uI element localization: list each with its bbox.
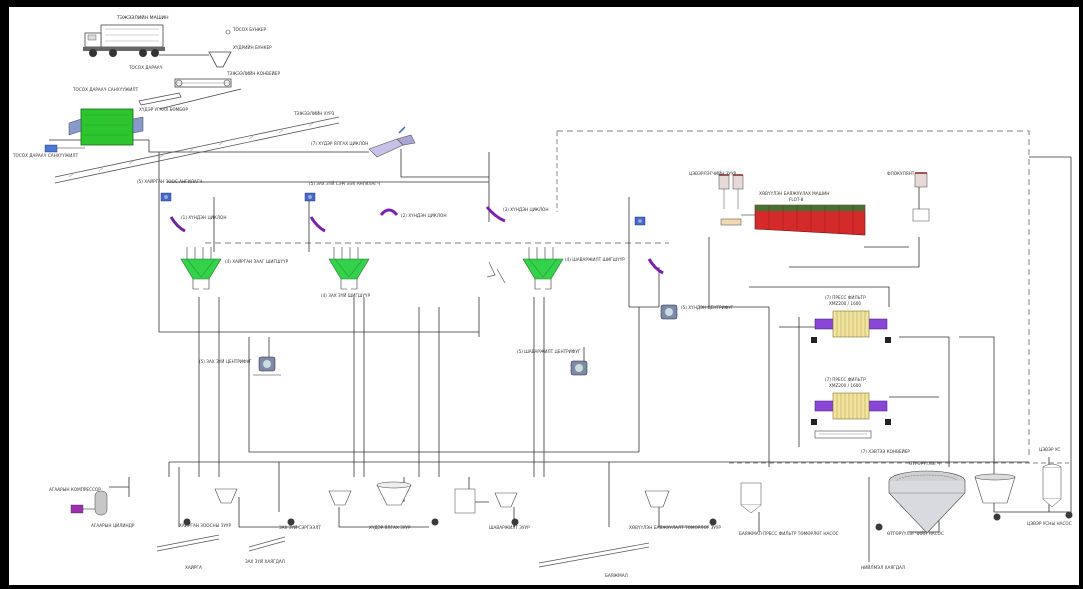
bottom-label-1: ХАЙРГАН ЗООСНЫ ЗУУР: [179, 523, 231, 528]
belt-conveyor-icon: [814, 430, 872, 439]
centrifuge-1-icon: [253, 356, 281, 376]
press-filter-1-sub: XMZ200 / 1600: [829, 301, 861, 306]
feed-box-icon: [720, 218, 742, 226]
bottom-label-2: ЗАХ ЗҮЙ СЭРГЭЭЛТ: [279, 525, 321, 530]
bottom-label-3: ХҮДЭР ЯЛГАХ ЗУУР: [369, 525, 411, 530]
flotation-machine-icon: [741, 204, 866, 236]
centrifuge-3-icon: [660, 304, 678, 320]
inclined-conveyor-1: [138, 92, 182, 106]
clean-water-label: ЦЭВЭР УС: [1039, 447, 1060, 452]
diagram-svg: ТЭЖЭЭЛИЙН МАШИН ХҮДРИЙН БУНКЕР ТОСОХ БУН…: [12, 14, 1073, 578]
thickener-label: ӨТГӨРҮҮЛЭГЧ: [909, 461, 940, 466]
sump-2-icon: [328, 490, 352, 506]
feed-left-label: ТОСОХ ДАРААЧ САНХҮҮЖИЛТ: [72, 87, 139, 92]
ore-hopper-icon: [208, 51, 232, 68]
pump-mid-icon: [304, 192, 316, 202]
sump-1-icon: [214, 488, 238, 504]
valve-icon: [225, 29, 231, 35]
press-filter-1-label: (7) ПРЕСС ФИЛЬТР: [825, 295, 866, 300]
flotation-sub-label: FLOT-8: [789, 197, 804, 202]
jig-1-label: (1) ХҮНДЭН ЦИКЛОН: [181, 215, 226, 220]
ramp-hatch: [68, 122, 314, 178]
flotation-label: ХӨВҮҮЛЭН БАЯЖУУЛАХ МАШИН: [759, 191, 829, 196]
pump-left-label: (5) ХАЙРГАН ЗООС АНГИЛАГЧ: [137, 179, 202, 184]
sump-4-icon: [494, 492, 518, 508]
flocculant-label: ФЛОКУЛЯНТ: [887, 171, 915, 176]
hydrocyclone-2-icon: [309, 216, 326, 233]
cyclone-label: (7) ХҮДЭР ЯЛГАХ ЦИКЛОН: [311, 141, 368, 146]
ramp-label: ТЭЖЭЭЛИЙН ХҮРЗ: [293, 111, 335, 116]
hydrocyclone-3-icon: [379, 208, 399, 216]
stream-arrows: [186, 247, 554, 284]
feed-left2-label: ТОСОХ ДАРААЧ САНХҮҮЖИЛТ: [12, 153, 79, 158]
sump-6-icon: [740, 482, 762, 514]
flocculant-tank-icon: [912, 172, 930, 222]
bottom-label-8: ЦЭВЭР УСНЫ НАСОС: [1027, 521, 1072, 526]
ore-hopper-label: ХҮДРИЙН БУНКЕР: [233, 45, 272, 50]
ramp-conveyor: [54, 116, 340, 184]
jig-3-label: (3) ХҮНДЭН ЦИКЛОН: [503, 207, 548, 212]
circ-top-label: ТОСОХ ДАРААЧ: [128, 65, 163, 70]
press-filter-2-label: (7) ПРЕСС ФИЛЬТР: [825, 377, 866, 382]
top-conveyor-label: ТЭЖЭЭЛИЙН КОНВЕЙЕР: [226, 71, 280, 76]
bottom-conveyor-2: [248, 536, 286, 552]
sump-5-icon: [644, 490, 670, 508]
centrifuge-1-label: (5) ЗАХ ЗҮЙ ЦЕНТРИФУГ: [199, 359, 252, 364]
centrifuge-2-label: (5) ШАВАРЖИЛТ ЦЕНТРИФУГ: [517, 349, 581, 354]
hydrocyclone-1-icon: [169, 216, 186, 233]
centrifuge-2-icon: [570, 360, 588, 376]
screen-2-icon: [328, 258, 370, 290]
truck-icon: [83, 24, 165, 57]
product-label-1: ХАЙРГА: [185, 565, 202, 570]
clean-water-tank-icon: [1042, 463, 1062, 508]
centrifuge-3-label: (5) ХҮНДЭН ЦЕНТРИФУГ: [681, 305, 734, 310]
jig-2-label: (2) ХҮНДЭН ЦИКЛОН: [401, 213, 446, 218]
pump-right-icon: [634, 216, 646, 226]
concentrate-tank-icon: [974, 473, 1016, 504]
product-label-2: ЗАХ ЗҮЙ ХАЯГДАЛ: [245, 559, 285, 564]
bottom-label-7: ӨТГӨРҮҮЛЭГЧИЙН НАСОС: [887, 531, 944, 536]
bottom-conveyor-1: [156, 534, 220, 552]
box-unit-icon: [454, 488, 476, 514]
thickener-icon: [888, 470, 966, 534]
hydrocyclone-5-icon: [647, 258, 664, 275]
bottom-label-5: ХӨВҮҮЛЭН БАЯЖУУЛАЛТ ТӨМӨРЛӨГ ЗУУР: [629, 525, 721, 530]
process-pipes: [49, 139, 1072, 562]
scrubber-drum-icon: [68, 108, 144, 146]
scrubber-label: ХҮДЭР УГААХ БӨМБӨР: [139, 107, 188, 112]
hydrocyclone-4-icon: [485, 206, 506, 223]
reagent-tanks-icon: [718, 174, 744, 209]
screen-1-label: (4) ХАЙРГАН ЗААГ ШИГШҮҮР: [225, 259, 289, 264]
product-label-3: БАЯЖМАЛ: [605, 573, 628, 578]
press-filter-2-sub: XMZ200 / 1600: [829, 383, 861, 388]
bottom-label-4: ШАВАРЖИЛТ ЗУУР: [489, 525, 530, 530]
screen-3-label: (4) ШАВАРЖИЛТ ШИГШҮҮР: [565, 257, 625, 262]
screen-2-label: (4) ЗАХ ЗҮЙ ШИГШҮҮР: [321, 293, 370, 298]
pump-left-icon: [160, 192, 172, 202]
water-recycle-dashed-line: [557, 130, 1030, 457]
bottom-conveyor-3: [538, 542, 650, 568]
inclined-conveyor-2: [158, 88, 242, 110]
screen-3-icon: [522, 258, 564, 290]
air-compressor-label: АГААРЫН КОМПРЕССОР: [49, 487, 101, 492]
air-tank-icon: [94, 490, 108, 516]
product-label-4: НИЙЛМЭЛ ХАЯГДАЛ: [861, 565, 905, 570]
cyclone-icon: [368, 126, 416, 158]
press-filter-2-icon: [811, 392, 891, 425]
ore-bin-label: ТОСОХ БУНКЕР: [232, 27, 266, 32]
bottom-label-6: БАЯЖМАЛ ПРЕСС ФИЛЬТР ТӨМӨРЛӨГ НАСОС: [739, 531, 839, 536]
bottom-pumps: [183, 511, 1073, 531]
belt-conveyor-label: (7) ХЭВТЭЭ КОНВЕЙЕР: [861, 449, 910, 454]
reagent-tanks-label: ЦЭВЭРЛЭГЧИЙН ЗУУР: [689, 171, 737, 176]
screen-1-icon: [180, 258, 222, 290]
process-flow-diagram: ТЭЖЭЭЛИЙН МАШИН ХҮДРИЙН БУНКЕР ТОСОХ БУН…: [9, 7, 1079, 585]
pump-mid-label: (5) ЗАХ ЗҮЙ СЭРГЭЭХ АНГИЛАГЧ: [309, 181, 380, 186]
pump-icon: [44, 144, 85, 153]
air-tank-label: АГААРЫН ЦИЛИНДР: [91, 523, 135, 528]
top-conveyor-icon: [174, 78, 232, 88]
sump-3-icon: [376, 481, 412, 506]
press-filter-1-icon: [811, 310, 891, 343]
truck-label: ТЭЖЭЭЛИЙН МАШИН: [116, 14, 169, 21]
